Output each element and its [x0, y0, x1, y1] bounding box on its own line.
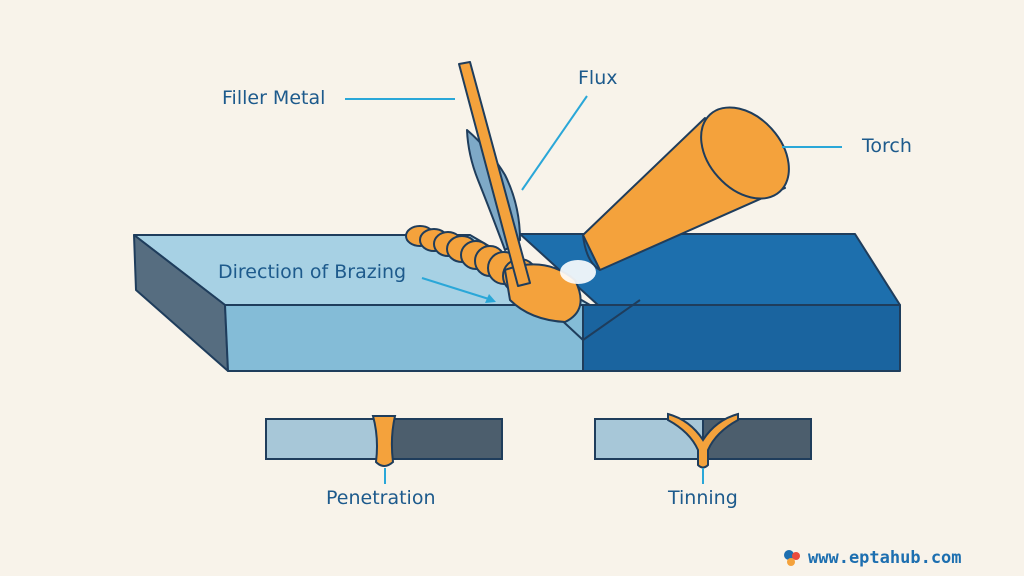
watermark-url: www.eptahub.com	[808, 548, 962, 568]
direction-arrowhead	[485, 294, 496, 303]
direction-leader	[421, 277, 493, 301]
filler-metal-label: Filler Metal	[222, 87, 326, 109]
dark-plate-front	[579, 304, 901, 372]
torch	[582, 106, 790, 271]
penetration-label: Penetration	[326, 487, 436, 509]
torch-label: Torch	[862, 135, 912, 157]
direction-of-brazing-label: Direction of Brazing	[218, 261, 407, 283]
penetration-section	[265, 415, 503, 484]
filler-rod	[458, 61, 531, 287]
eptahub-logo-icon	[784, 550, 800, 566]
light-plate-front	[224, 304, 584, 372]
flux-leader	[521, 95, 588, 191]
tinning-label: Tinning	[668, 487, 738, 509]
torch-flame	[560, 260, 596, 284]
flux-label: Flux	[578, 67, 618, 89]
tinning-section	[594, 412, 812, 484]
watermark: www.eptahub.com	[782, 548, 962, 568]
